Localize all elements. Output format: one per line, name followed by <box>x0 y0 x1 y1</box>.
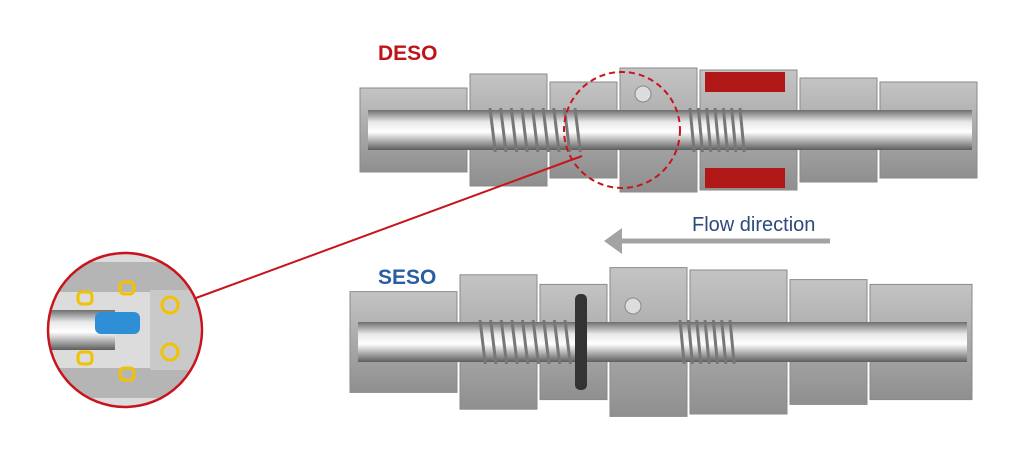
o-ring <box>575 294 587 390</box>
spring <box>688 107 746 153</box>
flow-direction-label: Flow direction <box>692 214 816 236</box>
check-ball <box>634 85 652 103</box>
poppet-part <box>95 312 140 334</box>
deso-label: DESO <box>378 42 438 65</box>
valve-bore <box>368 110 972 150</box>
red-seal-housing <box>705 72 785 92</box>
check-ball <box>624 297 642 315</box>
deso-valve-cutaway <box>359 67 978 193</box>
spring <box>678 319 736 365</box>
detail-highlight-circle <box>563 71 681 189</box>
seso-valve-cutaway <box>349 267 973 417</box>
callout-line <box>195 155 583 299</box>
flow-direction-arrow <box>604 228 830 254</box>
detail-inset <box>46 251 204 409</box>
red-seal-housing <box>705 168 785 188</box>
spring <box>478 319 572 365</box>
spring <box>488 107 582 153</box>
valve-bore <box>358 322 967 362</box>
seso-label: SESO <box>378 266 437 289</box>
